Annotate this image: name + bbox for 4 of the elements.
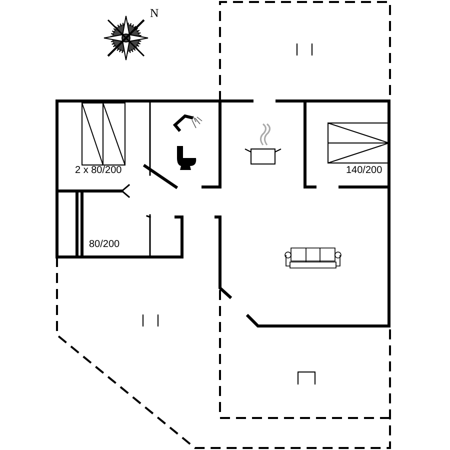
- bed-size-label: 2 x 80/200: [75, 166, 122, 176]
- bed-size-label: 80/200: [89, 240, 120, 250]
- north-label: N: [150, 7, 159, 19]
- bed-size-label: 140/200: [346, 166, 382, 176]
